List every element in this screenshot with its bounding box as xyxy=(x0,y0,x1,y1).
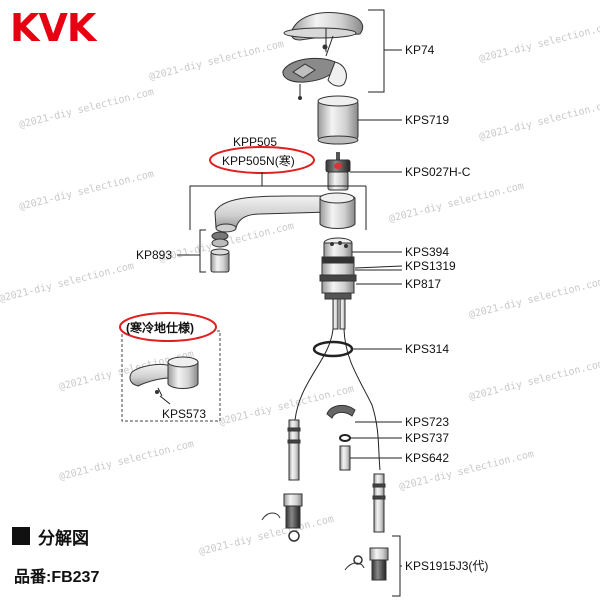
label-kps394: KPS394 xyxy=(405,245,449,259)
watermark: @2021-diy selection.com xyxy=(478,99,600,143)
kp74-bracket xyxy=(368,9,385,93)
watermark: @2021-diy selection.com xyxy=(18,169,155,213)
footer-model: 品番:FB237 xyxy=(14,567,99,586)
label-kps1915: KPS1915J3(代) xyxy=(405,559,488,573)
label-cold-spec: (寒冷地仕様) xyxy=(126,320,194,335)
highlight-cold-spec xyxy=(119,312,217,342)
watermark: @2021-diy selection.com xyxy=(478,21,600,65)
kp893-bracket xyxy=(199,229,206,273)
label-kps719: KPS719 xyxy=(405,113,449,127)
aerator-part xyxy=(210,231,230,273)
watermark: @2021-diy selection.com xyxy=(148,39,285,83)
kvk-logo: KVK xyxy=(10,6,98,50)
clip-part xyxy=(326,404,356,419)
square-bullet-icon xyxy=(12,527,30,545)
spout-bracket xyxy=(189,172,263,230)
label-kp893: KP893 xyxy=(136,248,172,262)
label-kp817: KP817 xyxy=(405,277,441,291)
watermark: @2021-diy selection.com xyxy=(58,439,195,483)
label-kp74: KP74 xyxy=(405,43,435,57)
watermark: @2021-diy selection.com xyxy=(18,87,155,131)
label-kps1319: KPS1319 xyxy=(405,259,456,273)
label-kps737: KPS737 xyxy=(405,431,449,445)
label-kpp505: KPP505 xyxy=(233,135,277,149)
watermark: @2021-diy selection.com xyxy=(468,359,600,403)
sleeve-part xyxy=(339,445,351,471)
left-pipe-part xyxy=(261,419,303,542)
watermark: @2021-diy selection.com xyxy=(198,514,335,558)
body-part xyxy=(319,237,357,330)
lever-handle-part xyxy=(282,12,364,100)
label-kpp505n: KPP505N(寒) xyxy=(222,153,295,168)
watermark: @2021-diy selection.com xyxy=(388,181,525,225)
label-kps573: KPS573 xyxy=(162,407,206,421)
label-kps642: KPS642 xyxy=(405,451,449,465)
label-kps027h: KPS027H-C xyxy=(405,165,471,179)
footer-title: 分解図 xyxy=(38,528,89,548)
label-kps723: KPS723 xyxy=(405,415,449,429)
cold-handle-part xyxy=(129,356,199,397)
label-kps314: KPS314 xyxy=(405,342,449,356)
small-ring-part xyxy=(339,434,351,442)
cold-spec-box xyxy=(121,330,221,422)
cap-part xyxy=(317,95,359,145)
spout-part xyxy=(214,192,356,233)
cartridge-part xyxy=(325,152,351,191)
watermark: @2021-diy selection.com xyxy=(468,277,600,321)
right-pipe-part xyxy=(344,473,389,581)
watermark: @2021-diy selection.com xyxy=(218,384,355,428)
watermark: @2021-diy selection.com xyxy=(0,261,135,305)
hose-lines xyxy=(294,328,381,471)
watermark-layer: @2021-diy selection.com @2021-diy select… xyxy=(0,21,600,558)
kps1915-bracket xyxy=(392,535,401,597)
